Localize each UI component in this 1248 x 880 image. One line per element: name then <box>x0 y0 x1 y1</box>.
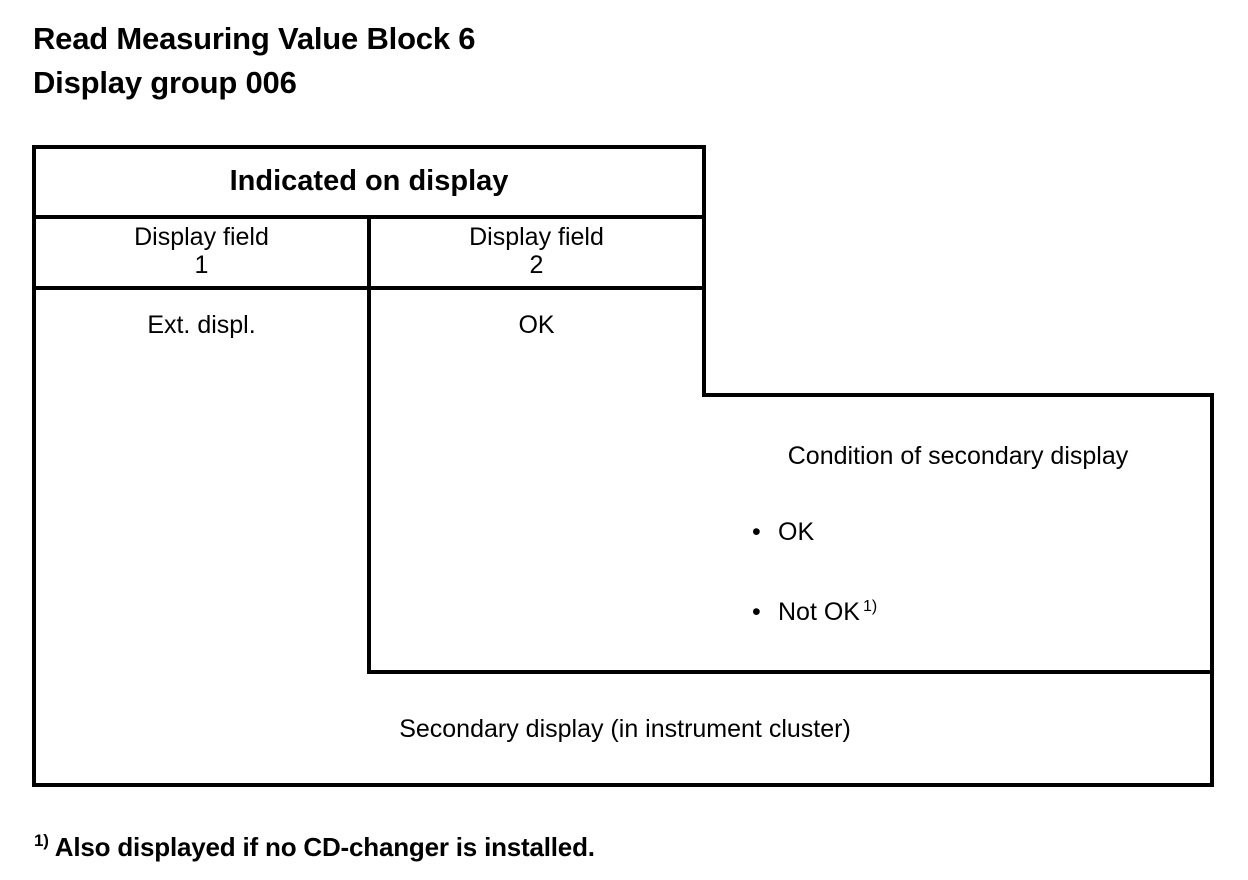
footnote-marker: 1) <box>34 831 49 851</box>
table-border-top <box>32 145 706 149</box>
table-border-left <box>32 145 36 787</box>
table-border-bottom <box>32 783 1214 787</box>
table-divider-bottomrow <box>367 670 1214 674</box>
column-header-display-field-2: Display field 2 <box>371 217 702 285</box>
list-item-label: Not OK <box>778 598 860 626</box>
table-header-indicated-on-display: Indicated on display <box>229 164 509 197</box>
footnote-marker: 1) <box>862 597 878 615</box>
bullet-glyph: • <box>752 518 761 546</box>
cell-display-field-2-value: OK <box>518 311 555 339</box>
column-header-display-field-1-line2: 1 <box>194 251 209 279</box>
condition-box-title: Condition of secondary display <box>787 442 1129 470</box>
page-subtitle: Display group 006 <box>33 65 297 100</box>
column-header-display-field-2-line1: Display field <box>469 223 604 251</box>
column-header-display-field-1-line1: Display field <box>134 223 269 251</box>
page-title: Read Measuring Value Block 6 <box>33 21 476 56</box>
table-divider-column <box>367 215 371 674</box>
cell-display-field-1-value: Ext. displ. <box>147 311 256 339</box>
table-border-right-upper <box>702 145 706 397</box>
condition-box-border-right <box>1210 393 1214 787</box>
condition-box-border-top <box>702 393 1214 397</box>
footnote: 1) Also displayed if no CD-changer is in… <box>31 832 595 863</box>
column-header-display-field-1: Display field 1 <box>36 217 367 285</box>
list-item-label: OK <box>778 518 815 546</box>
bullet-glyph: • <box>752 598 761 626</box>
list-item: • OK <box>752 518 1210 547</box>
footnote-text: Also displayed if no CD-changer is insta… <box>54 832 595 862</box>
column-header-display-field-2-line2: 2 <box>529 251 544 279</box>
cell-secondary-display-label: Secondary display (in instrument cluster… <box>399 714 851 743</box>
